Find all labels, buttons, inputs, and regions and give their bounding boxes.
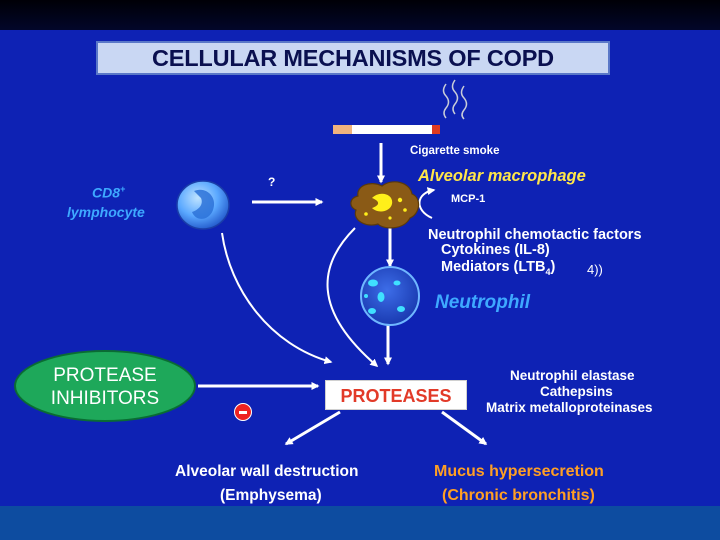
question-mark-label: ?: [268, 175, 276, 189]
mediators-label: Mediators (LTB4): [441, 259, 555, 277]
minus-icon: [234, 403, 252, 421]
neutrophil-label: Neutrophil: [435, 292, 530, 313]
protease-inhibitors-line1: PROTEASE: [53, 365, 157, 386]
arrow-to-alveolar-wall: [284, 410, 341, 446]
emphysema-label: (Emphysema): [220, 487, 322, 504]
cd8-superscript: +: [120, 184, 126, 194]
cd8-label: CD8+: [92, 184, 125, 201]
macrophage-cell-icon: [350, 181, 420, 229]
lymphocyte-label: lymphocyte: [67, 204, 145, 220]
arrow-macrophage-to-proteases: [326, 227, 379, 367]
mcp1-loop-arrow: [418, 187, 436, 219]
cigarette-icon: [333, 125, 440, 134]
cd8-text: CD8: [92, 184, 121, 201]
mcp1-label: MCP-1: [451, 193, 486, 205]
top-bar: [0, 0, 720, 30]
arrow-lymphocyte-to-proteases: [221, 232, 333, 365]
chemotactic-factors-label: Neutrophil chemotactic factors: [428, 227, 642, 243]
alveolar-wall-label: Alveolar wall destruction: [175, 463, 359, 480]
protease-inhibitors-line2: INHIBITORS: [50, 388, 160, 409]
cigarette-smoke-label: Cigarette smoke: [410, 145, 500, 157]
protease-inhibitors-label: PROTEASE INHIBITORS: [14, 364, 196, 410]
smoke-icon: [442, 79, 468, 120]
mediators-subscript: 4: [545, 266, 551, 277]
bottom-bar: [0, 506, 720, 540]
mediators-text: Mediators (LTB: [441, 259, 546, 275]
slide-title: CELLULAR MECHANISMS OF COPD: [96, 41, 610, 75]
chronic-bronchitis-label: (Chronic bronchitis): [442, 487, 595, 504]
alveolar-macrophage-label: Alveolar macrophage: [418, 167, 586, 185]
protease-inhibitors-ellipse: [14, 350, 196, 422]
matrix-metalloproteinases-label: Matrix metalloproteinases: [486, 400, 653, 415]
cytokines-label: Cytokines (IL-8): [441, 242, 550, 258]
neutrophil-cell-icon: [360, 266, 420, 326]
mucus-hypersecretion-label: Mucus hypersecretion: [434, 463, 604, 480]
neutrophil-elastase-label: Neutrophil elastase: [510, 368, 635, 383]
cathepsins-label: Cathepsins: [540, 384, 613, 399]
arrow-to-mucus: [441, 410, 488, 446]
stray-glyph: 4)): [587, 262, 603, 277]
lymphocyte-cell-icon: [176, 180, 230, 230]
mediators-close: ): [550, 259, 556, 275]
proteases-box: PROTEASES: [325, 380, 467, 410]
